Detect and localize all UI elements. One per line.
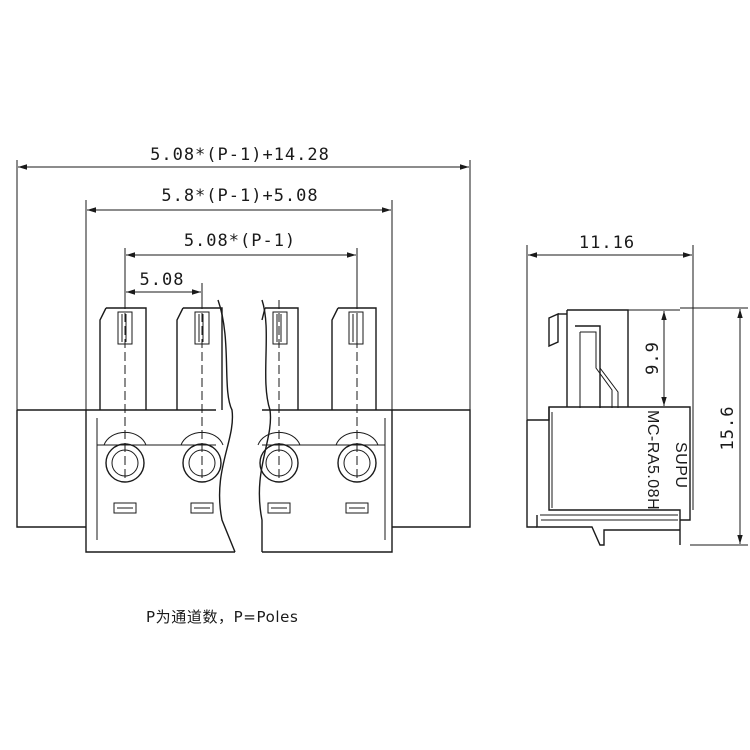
dim-side-depth: 11.16 (579, 233, 635, 253)
brand-marking: SUPU (672, 442, 689, 488)
dim-overall-width: 5.08*(P-1)+14.28 (150, 145, 330, 165)
pin-tower-1 (99, 307, 147, 410)
dim-side-total-height: 15.6 (718, 406, 738, 451)
screw-opening-1 (103, 431, 147, 514)
pin-center-lines (124, 300, 358, 480)
dim-pitch: 5.08 (140, 270, 185, 290)
dim-side-upper-height: 9.9 (643, 341, 663, 375)
pin-towers (99, 307, 377, 410)
pin-tower-4 (331, 307, 377, 410)
screw-opening-3 (257, 431, 301, 514)
dim-pin-span: 5.08*(P-1) (184, 231, 296, 251)
break-lines (217, 299, 272, 553)
dim-body-width: 5.8*(P-1)+5.08 (161, 186, 318, 206)
poles-note: P为通道数，P=Poles (146, 608, 299, 626)
housing-outline (16, 409, 471, 553)
screw-opening-4 (335, 431, 379, 514)
front-view: 5.08*(P-1)+14.28 5.8*(P-1)+5.08 5.08*(P-… (16, 145, 471, 553)
side-body (526, 309, 691, 546)
side-view: 11.16 9.9 15.6 SUPU MC-RA5.08H (526, 233, 748, 546)
pin-tower-2 (176, 307, 223, 410)
side-extension-lines (526, 245, 748, 546)
extension-lines (16, 160, 471, 410)
dimension-lines (18, 164, 469, 295)
pin-tower-3 (261, 307, 299, 410)
model-marking: MC-RA5.08H (644, 410, 661, 510)
screw-opening-2 (180, 431, 224, 514)
screw-openings (103, 431, 379, 514)
